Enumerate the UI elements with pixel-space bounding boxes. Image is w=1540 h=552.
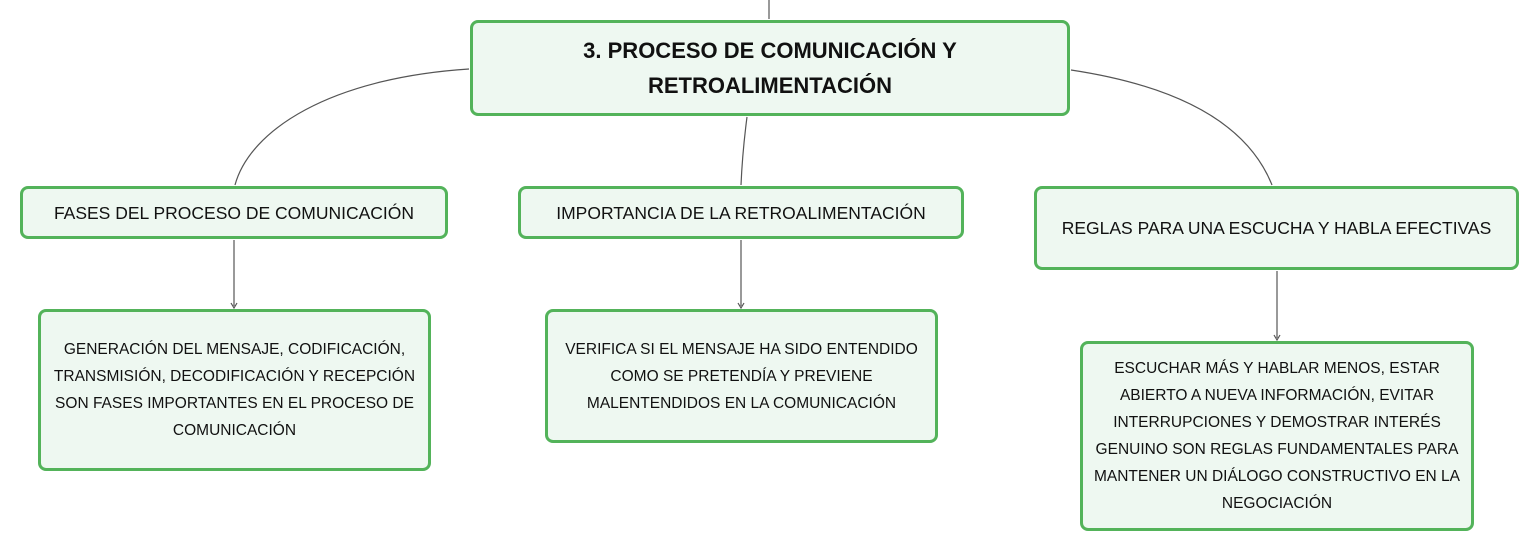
- detail-fases-node[interactable]: GENERACIÓN DEL MENSAJE, CODIFICACIÓN, TR…: [38, 309, 431, 471]
- detail-reglas-node[interactable]: ESCUCHAR MÁS Y HABLAR MENOS, ESTAR ABIER…: [1080, 341, 1474, 531]
- root-topic-label: 3. PROCESO DE COMUNICACIÓN Y RETROALIMEN…: [583, 38, 957, 98]
- subtopic-importancia-node[interactable]: IMPORTANCIA DE LA RETROALIMENTACIÓN: [518, 186, 964, 239]
- detail-importancia-node[interactable]: VERIFICA SI EL MENSAJE HA SIDO ENTENDIDO…: [545, 309, 938, 443]
- subtopic-reglas-node[interactable]: REGLAS PARA UNA ESCUCHA Y HABLA EFECTIVA…: [1034, 186, 1519, 270]
- subtopic-reglas-label: REGLAS PARA UNA ESCUCHA Y HABLA EFECTIVA…: [1061, 218, 1492, 238]
- arrowhead-fases: [230, 302, 238, 310]
- root-topic-node[interactable]: 3. PROCESO DE COMUNICACIÓN Y RETROALIMEN…: [470, 20, 1070, 116]
- connector-root-to-fases: [234, 68, 470, 186]
- subtopic-fases-label: FASES DEL PROCESO DE COMUNICACIÓN: [53, 202, 415, 223]
- subtopic-importancia-label: IMPORTANCIA DE LA RETROALIMENTACIÓN: [556, 202, 926, 223]
- arrowhead-importancia: [737, 302, 745, 310]
- detail-importancia-text: VERIFICA SI EL MENSAJE HA SIDO ENTENDIDO…: [565, 340, 918, 412]
- detail-fases-text: GENERACIÓN DEL MENSAJE, CODIFICACIÓN, TR…: [53, 341, 416, 439]
- connector-root-to-importancia: [740, 116, 748, 186]
- arrowhead-reglas: [1273, 334, 1281, 342]
- subtopic-fases-node[interactable]: FASES DEL PROCESO DE COMUNICACIÓN: [20, 186, 448, 239]
- detail-reglas-text: ESCUCHAR MÁS Y HABLAR MENOS, ESTAR ABIER…: [1093, 360, 1460, 512]
- connector-root-to-reglas: [1070, 69, 1273, 186]
